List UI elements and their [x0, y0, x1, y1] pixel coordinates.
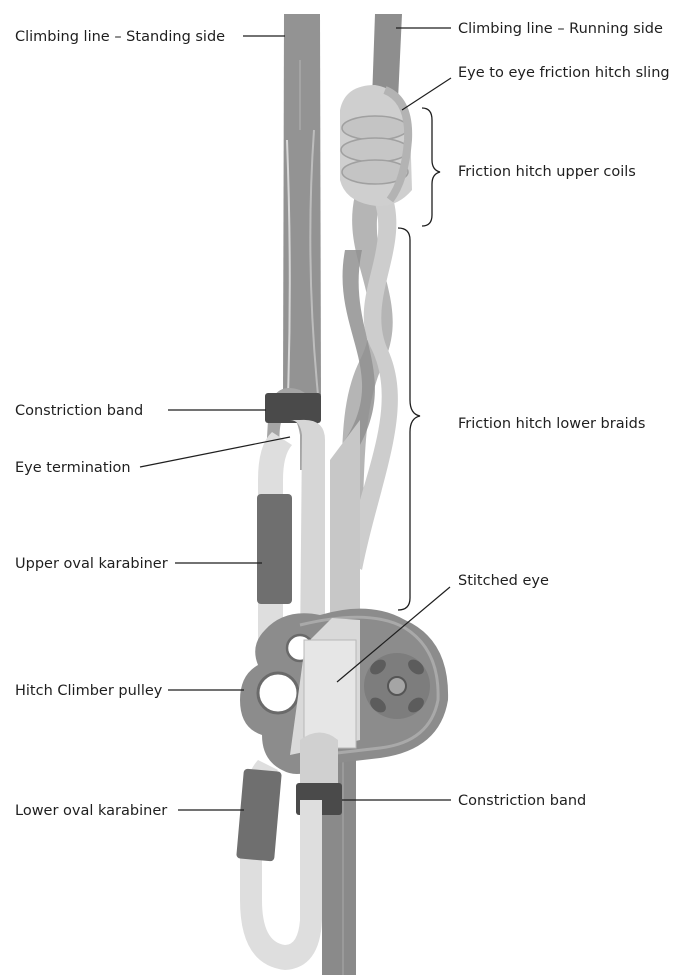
- leader-sling: [402, 78, 451, 110]
- lower-braids-bracket: [398, 228, 420, 610]
- label-constriction-band-lower: Constriction band: [458, 793, 586, 809]
- label-upper-coils: Friction hitch upper coils: [458, 164, 636, 180]
- label-sling: Eye to eye friction hitch sling: [458, 65, 670, 81]
- label-lower-braids: Friction hitch lower braids: [458, 416, 645, 432]
- lower-eye: [300, 733, 338, 791]
- label-lower-karabiner: Lower oval karabiner: [15, 803, 167, 819]
- label-stitched-eye: Stitched eye: [458, 573, 549, 589]
- standing-side-rope: [283, 14, 321, 395]
- label-running-side: Climbing line – Running side: [458, 21, 663, 37]
- label-pulley: Hitch Climber pulley: [15, 683, 163, 699]
- label-upper-karabiner: Upper oval karabiner: [15, 556, 168, 572]
- label-standing-side: Climbing line – Standing side: [15, 29, 225, 45]
- label-eye-termination: Eye termination: [15, 460, 131, 476]
- label-constriction-band-upper: Constriction band: [15, 403, 143, 419]
- upper-coils-bracket: [422, 108, 440, 226]
- friction-hitch-upper-coils: [340, 85, 412, 206]
- constriction-band-upper: [265, 393, 321, 423]
